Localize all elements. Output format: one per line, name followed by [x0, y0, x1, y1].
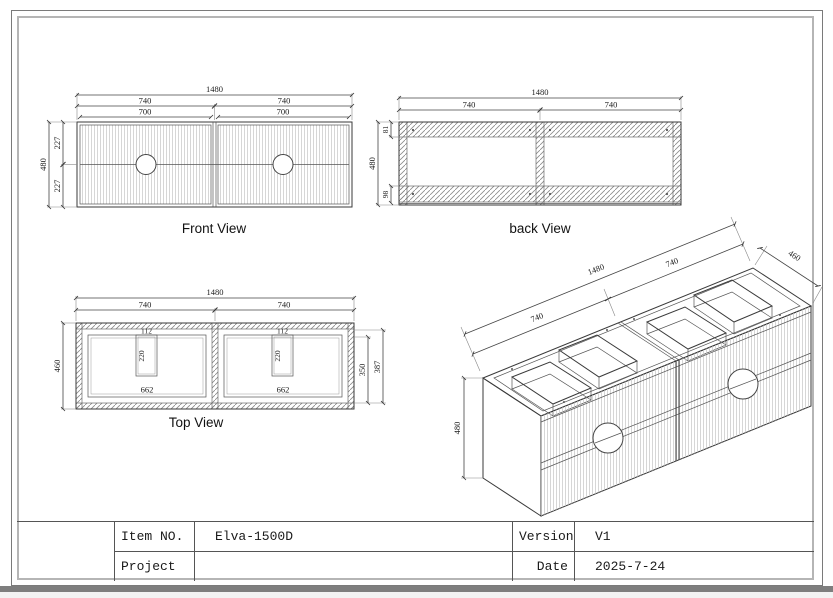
dim-label: 98 [381, 191, 390, 199]
title-block-empty-cell [17, 522, 115, 581]
dim-label: 740 [139, 96, 152, 106]
hatch-stile [398, 121, 408, 206]
dim-label: 1480 [207, 287, 224, 297]
dim-label: 480 [367, 157, 377, 170]
sheet-inner-border [17, 16, 814, 580]
dim-label: 1480 [586, 261, 606, 277]
dim-label: 700 [277, 107, 290, 117]
knob-circle [272, 154, 294, 175]
dim-label: 740 [278, 300, 291, 310]
dim-label: 740 [664, 255, 680, 269]
date-value: 2025-7-24 [595, 559, 666, 574]
dim-label: 740 [139, 300, 152, 310]
sheet-outer-border [11, 10, 823, 586]
version-value: V1 [575, 522, 814, 552]
dim-label: 112 [277, 327, 288, 336]
front-view-label: Front View [182, 221, 247, 236]
dim-label: 740 [529, 310, 545, 324]
project-value [195, 552, 513, 581]
dim-label: 220 [137, 350, 146, 362]
dim-label: 1480 [532, 87, 549, 97]
dim-label: 662 [277, 385, 290, 395]
cutout [271, 334, 294, 377]
below-page-background [0, 592, 833, 598]
hatch-mid-stile [211, 322, 219, 410]
dim-label: 740 [278, 96, 291, 106]
dim-label: 480 [38, 158, 48, 171]
title-block: Item NO. Elva-1500D Version V1 Project D… [17, 521, 814, 581]
hatch-stile [672, 121, 682, 206]
back-view-label: back View [509, 221, 571, 236]
cutout [135, 334, 158, 377]
dim-label: 350 [357, 364, 367, 377]
dim-label: 227 [52, 137, 62, 150]
version-label: Version [513, 522, 575, 552]
dim-label: 700 [139, 107, 152, 117]
dim-label: 1480 [206, 84, 223, 94]
dim-label: 81 [381, 126, 390, 134]
dim-label: 740 [605, 100, 618, 110]
dim-label: 460 [787, 248, 803, 263]
date-label: Date [513, 552, 575, 581]
front-view: 1480 740 740 700 700 480 227 227 Front V… [38, 84, 355, 236]
top-view-label: Top View [169, 415, 224, 430]
dim-label: 480 [452, 422, 462, 435]
dim-label: 220 [273, 350, 282, 362]
dim-label: 740 [463, 100, 476, 110]
dim-label: 112 [141, 327, 152, 336]
dim-label: 460 [52, 360, 62, 373]
dim-label: 662 [141, 385, 154, 395]
basin [557, 334, 639, 390]
hatch-stile [535, 121, 545, 206]
basin [692, 279, 774, 335]
cabinet-end-panel [482, 377, 542, 517]
dim-label: 227 [52, 180, 62, 193]
knob-circle [135, 154, 157, 175]
item-no-label: Item NO. [115, 522, 195, 552]
top-view: 112 112 220 220 662 662 1480 740 740 460… [52, 287, 386, 430]
back-view: 1480 740 740 81 98 480 back View [367, 87, 684, 236]
project-label: Project [115, 552, 195, 581]
dim-label: 387 [372, 361, 382, 374]
isometric-view: 740 740 1480 460 480 [452, 216, 823, 517]
bottom-edge-bar [0, 586, 833, 592]
item-no-value: Elva-1500D [195, 522, 513, 552]
